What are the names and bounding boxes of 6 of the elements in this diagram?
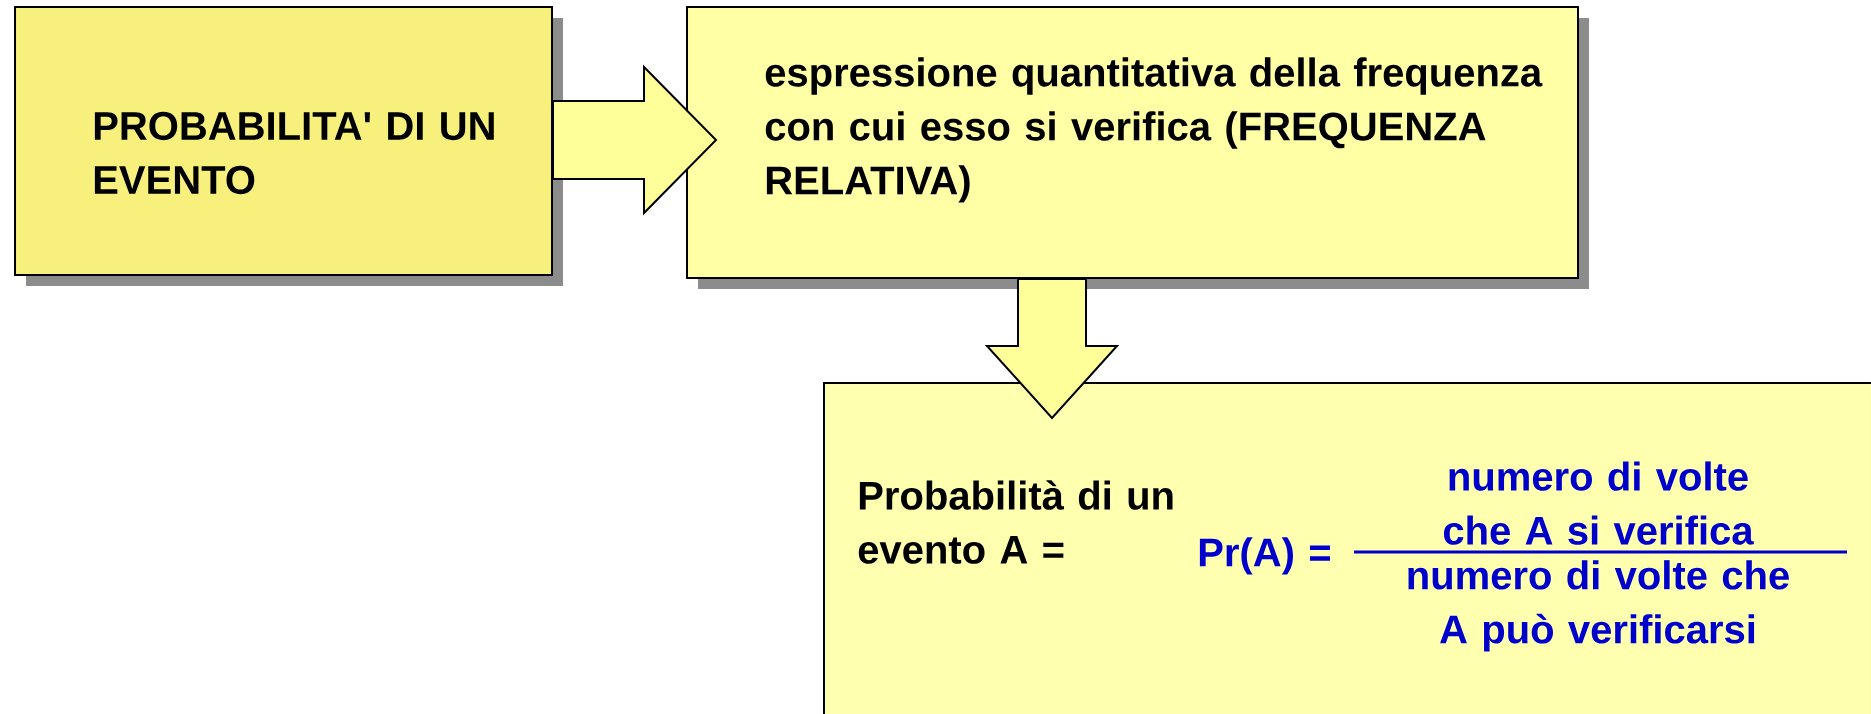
text: Probabilità di un evento A = [858,480,1173,564]
block-arrow [984,278,1120,420]
text: Pr(A) = [1199,537,1330,575]
block-arrow [552,64,718,216]
text: numero di volte che A si verifica [1443,461,1754,545]
text: numero di volte che A può verificarsi [1408,560,1789,652]
